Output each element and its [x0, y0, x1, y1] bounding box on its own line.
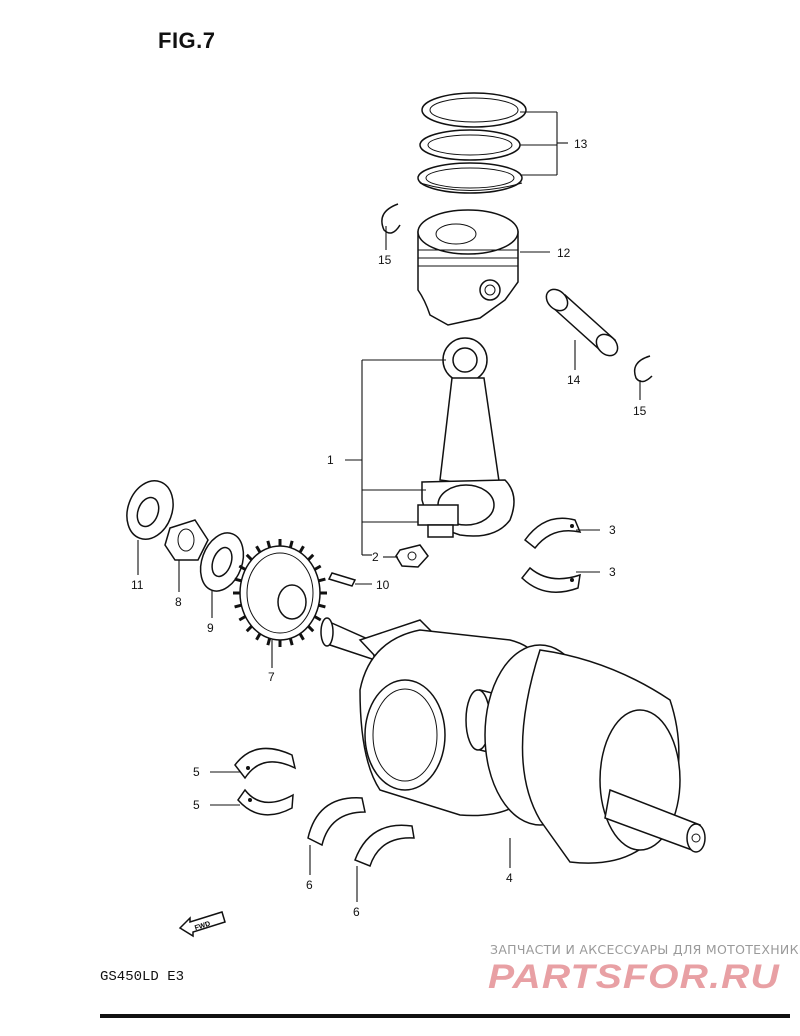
- crankshaft[interactable]: [320, 617, 706, 864]
- gear-tooth: [318, 603, 326, 609]
- key-10[interactable]: [327, 572, 357, 587]
- gear-tooth: [234, 577, 242, 583]
- gear-tooth: [245, 625, 253, 633]
- callout-3-upper: 3: [609, 523, 616, 537]
- gear-tooth: [266, 540, 272, 548]
- model-code: GS450LD E3: [100, 969, 185, 985]
- callout-15-left: 15: [378, 253, 392, 267]
- gear-tooth: [234, 603, 242, 609]
- callout-7: 7: [268, 670, 275, 684]
- gear-tooth: [255, 632, 262, 641]
- callout-6-left: 6: [306, 878, 313, 892]
- callout-4: 4: [506, 871, 513, 885]
- nut-8[interactable]: [164, 519, 209, 561]
- callout-9: 9: [207, 621, 214, 635]
- bottom-rule: [100, 1014, 790, 1018]
- fwd-label: FWD: [194, 921, 211, 933]
- connecting-rod[interactable]: [417, 337, 515, 538]
- circlip-left[interactable]: [381, 203, 401, 234]
- thrust-washer-right[interactable]: [354, 824, 415, 867]
- callout-3-lower: 3: [609, 565, 616, 579]
- gear-tooth: [307, 553, 315, 561]
- callout-5-lower: 5: [193, 798, 200, 812]
- gear-tooth: [288, 540, 294, 548]
- callout-2: 2: [372, 550, 379, 564]
- callout-5-upper: 5: [193, 765, 200, 779]
- watermark-logo-text: PARTSFOR.RU: [488, 958, 781, 995]
- primary-drive-gear[interactable]: [233, 539, 327, 647]
- piston-pin[interactable]: [542, 285, 622, 360]
- thrust-washer-left[interactable]: [307, 797, 366, 847]
- crank-bearing-upper[interactable]: [234, 747, 297, 780]
- fwd-arrow-icon: FWD: [178, 911, 226, 938]
- callout-1: 1: [327, 453, 334, 467]
- gear-tooth: [313, 564, 322, 571]
- watermark-subtitle: ЗАПЧАСТИ И АКСЕССУАРЫ ДЛЯ МОТОТЕХНИКИ: [490, 942, 800, 957]
- callout-15-right: 15: [633, 404, 647, 418]
- leader-lines: [137, 111, 641, 902]
- callout-14: 14: [567, 373, 581, 387]
- gear-tooth: [238, 564, 247, 571]
- callout-12: 12: [557, 246, 571, 260]
- callout-11: 11: [131, 578, 144, 592]
- watermark-logo: PARTSFOR.RU: [488, 958, 781, 995]
- callout-13: 13: [574, 137, 588, 151]
- piston-rings[interactable]: [417, 92, 527, 194]
- gear-tooth: [318, 577, 326, 583]
- gear-tooth: [307, 625, 315, 633]
- bearing-11[interactable]: [119, 474, 181, 545]
- piston[interactable]: [417, 209, 519, 326]
- circlip-right[interactable]: [633, 355, 653, 383]
- conrod-bearing-upper[interactable]: [523, 517, 582, 550]
- callout-labels: 13 12 15 14 15 1 2 3 3 10 11 8 9 7 5 5 6…: [131, 137, 647, 919]
- gear-tooth: [288, 638, 294, 646]
- crank-bearing-lower[interactable]: [237, 788, 294, 816]
- callout-10: 10: [376, 578, 390, 592]
- callout-8: 8: [175, 595, 182, 609]
- gear-tooth: [313, 615, 322, 622]
- figure-title: FIG.7: [158, 28, 216, 53]
- gear-tooth: [298, 632, 305, 641]
- gear-tooth: [255, 545, 262, 554]
- gear-tooth: [298, 545, 305, 554]
- callout-6-right: 6: [353, 905, 360, 919]
- gear-tooth: [238, 615, 247, 622]
- conrod-bearing-lower[interactable]: [520, 566, 581, 593]
- washer-9[interactable]: [193, 527, 251, 597]
- conrod-nut[interactable]: [395, 544, 429, 568]
- gear-tooth: [245, 553, 253, 561]
- gear-tooth: [266, 638, 272, 646]
